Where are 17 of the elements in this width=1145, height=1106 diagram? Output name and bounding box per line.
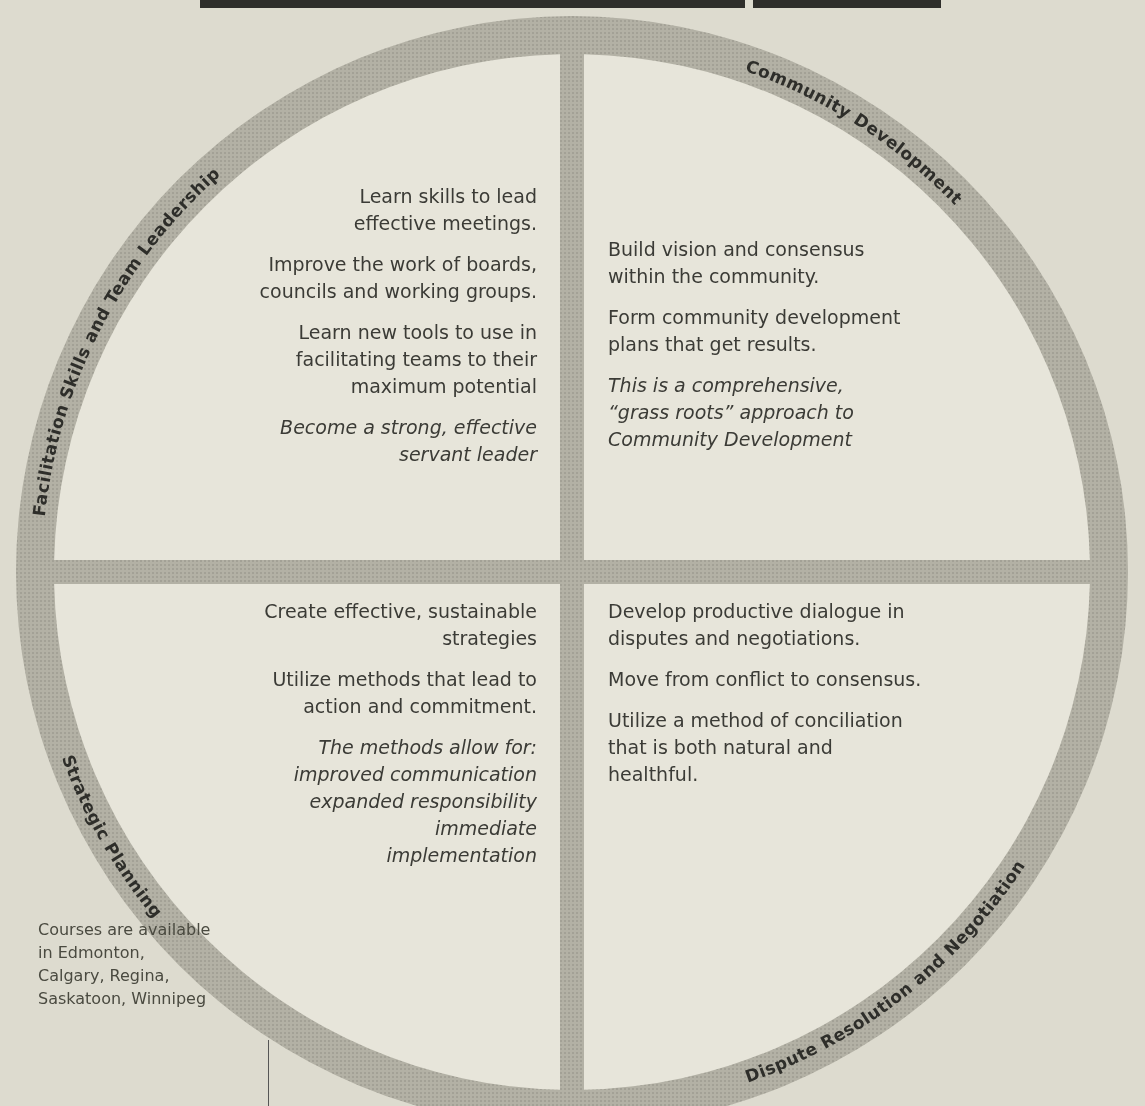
note-text: Courses are available in Edmonton, Calgary, Regina, Saskatoon, Winnipeg <box>38 919 212 1010</box>
body-text: expanded responsibility <box>309 789 537 814</box>
body-text: Build vision and consensus within the community. <box>608 237 866 289</box>
body-text: Learn skills to lead effective meetings. <box>352 184 537 236</box>
body-text: improved communication <box>293 762 537 787</box>
body-text: immediate implementation <box>385 816 537 868</box>
body-text: Form community development plans that get results. <box>608 305 902 357</box>
body-text: Learn new tools to use in facilitating teams to their maximum potential <box>294 320 537 399</box>
body-text: Utilize methods that lead to action and commitment. <box>271 667 537 719</box>
body-text: Create effective, sustainable strategies <box>263 599 537 651</box>
body-text: Utilize a method of conciliation that is both natural and healthful. <box>608 708 904 787</box>
body-text: Improve the work of boards, councils and working groups. <box>258 252 537 304</box>
body-text: Develop productive dialogue in disputes and negotiations. <box>608 599 906 651</box>
body-text: The methods allow for: <box>318 735 537 760</box>
body-text: Move from conflict to consensus. <box>608 667 922 692</box>
body-text: This is a comprehensive, “grass roots” approach to Community Development <box>608 373 855 452</box>
body-text: Become a strong, effective servant leader <box>279 415 537 467</box>
